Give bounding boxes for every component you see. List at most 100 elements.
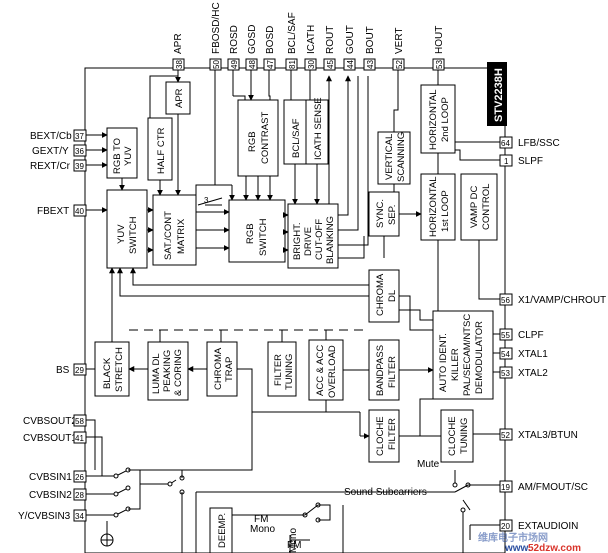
svg-text:52: 52 <box>395 60 404 69</box>
svg-text:FILTER: FILTER <box>387 356 398 388</box>
svg-text:LUMA DL: LUMA DL <box>151 353 162 394</box>
svg-text:43: 43 <box>366 60 375 69</box>
svg-text:40: 40 <box>75 207 84 216</box>
top-pin-apr: APR 38 <box>172 33 185 71</box>
right-pin-xtal1: 54 XTAL1 <box>499 347 548 360</box>
sound-subcarriers-label: Sound Subcarriers <box>344 487 427 498</box>
svg-text:SWITCH: SWITCH <box>258 218 269 256</box>
block-rgb-contrast: RGB CONTRAST <box>237 99 279 177</box>
block-rgb-to-yuv: RGB TO YUV <box>106 127 138 179</box>
svg-text:X1/VAMP/CHROUT: X1/VAMP/CHROUT <box>518 295 606 306</box>
svg-text:64: 64 <box>501 139 510 148</box>
block-sync-sep: SYNC. SEP. <box>368 191 400 237</box>
svg-text:SCANNING: SCANNING <box>396 132 407 182</box>
svg-text:HALF CTR: HALF CTR <box>156 127 167 174</box>
svg-text:55: 55 <box>501 331 510 340</box>
svg-text:CVBSOUT2: CVBSOUT2 <box>23 416 77 427</box>
svg-text:37: 37 <box>75 132 84 141</box>
svg-text:BOSD: BOSD <box>265 26 276 54</box>
svg-text:GOSD: GOSD <box>247 25 258 54</box>
svg-text:28: 28 <box>75 491 84 500</box>
block-rgb-switch: RGB SWITCH <box>228 199 286 263</box>
left-pin-bext: BEXT/Cb 37 <box>30 129 87 142</box>
svg-text:30: 30 <box>307 60 316 69</box>
svg-text:CLOCHE: CLOCHE <box>447 416 458 456</box>
svg-text:ICATH SENSE: ICATH SENSE <box>313 97 324 160</box>
svg-text:APR: APR <box>173 33 184 54</box>
svg-text:47: 47 <box>266 60 275 69</box>
top-pin-gout: GOUT 44 <box>343 25 356 71</box>
svg-text:YUV: YUV <box>116 224 127 244</box>
block-horizontal-1st-loop: HORIZONTAL 1st LOOP <box>420 173 456 241</box>
svg-text:PAL/SECAM/NTSC: PAL/SECAM/NTSC <box>462 314 473 396</box>
svg-text:BCL/SAF: BCL/SAF <box>291 118 302 158</box>
svg-text:DEEMP.: DEEMP. <box>217 513 228 548</box>
svg-text:YUV: YUV <box>123 146 134 166</box>
block-apr: APR <box>165 81 191 115</box>
right-pin-amfm: 19 AM/FMOUT/SC <box>499 480 588 493</box>
block-bright-drive: BRIGHT. DRIVE CUT-OFF BLANKING <box>287 203 339 269</box>
svg-text:PEAKING: PEAKING <box>162 350 173 392</box>
block-yuv-switch: YUV SWITCH <box>106 189 148 269</box>
left-pin-rext: REXT/Cr 39 <box>30 159 87 172</box>
svg-text:52: 52 <box>501 431 510 440</box>
svg-text:SYNC.: SYNC. <box>375 199 386 228</box>
svg-text:ICATH: ICATH <box>306 25 317 54</box>
top-pin-gosd: GOSD 48 <box>245 25 258 71</box>
svg-text:BEXT/Cb: BEXT/Cb <box>30 131 72 142</box>
svg-text:REXT/Cr: REXT/Cr <box>30 161 71 172</box>
svg-text:ROSD: ROSD <box>229 25 240 54</box>
svg-text:BANDPASS: BANDPASS <box>375 345 386 396</box>
svg-text:AM/FMOUT/SC: AM/FMOUT/SC <box>518 482 588 493</box>
left-pin-cvbsout1: CVBSOUT1 41 <box>23 431 87 444</box>
right-pin-xtal3: 52 XTAL3/BTUN <box>499 428 578 441</box>
svg-text:CUT-OFF: CUT-OFF <box>314 219 325 260</box>
svg-text:54: 54 <box>501 350 510 359</box>
right-pin-xtal2: 53 XTAL2 <box>499 366 548 379</box>
block-cloche-tuning: CLOCHE TUNING <box>440 409 474 463</box>
svg-text:SEP.: SEP. <box>387 205 398 225</box>
svg-text:TUNING: TUNING <box>459 418 470 454</box>
svg-text:DRIVE: DRIVE <box>303 227 314 256</box>
svg-text:www.: www. <box>504 543 531 553</box>
svg-text:DEMODULATOR: DEMODULATOR <box>474 321 485 394</box>
block-black-stretch: BLACK STRETCH <box>94 341 130 397</box>
svg-text:1: 1 <box>504 157 509 166</box>
block-vertical-scanning: VERTICAL SCANNING <box>377 131 411 185</box>
svg-text:49: 49 <box>230 60 239 69</box>
svg-text:HORIZONTAL: HORIZONTAL <box>428 89 439 150</box>
svg-text:KILLER: KILLER <box>450 348 461 381</box>
svg-text:OVERLOAD: OVERLOAD <box>327 345 338 398</box>
fm-mono-label-2: Mono <box>250 524 275 535</box>
svg-text:50: 50 <box>212 60 221 69</box>
svg-text:1st LOOP: 1st LOOP <box>440 190 451 232</box>
block-half-ctr: HALF CTR <box>147 117 173 181</box>
block-auto-ident: AUTO IDENT. KILLER PAL/SECAM/NTSC DEMODU… <box>432 310 494 400</box>
svg-text:38: 38 <box>175 60 184 69</box>
fm-mono-label: FM <box>254 514 268 525</box>
svg-text:CHROMA: CHROMA <box>213 347 224 390</box>
svg-text:APR: APR <box>174 88 185 108</box>
svg-text:CLPF: CLPF <box>518 330 544 341</box>
svg-text:39: 39 <box>75 162 84 171</box>
svg-text:维库电子市场网: 维库电子市场网 <box>478 531 548 544</box>
block-vamp-dc-control: VAMP DC CONTROL <box>460 173 498 241</box>
block-chroma-dl: CHROMA DL <box>368 269 400 323</box>
switch-number-label: 3 <box>204 196 209 205</box>
block-luma-dl: LUMA DL PEAKING & CORING <box>147 341 189 401</box>
svg-text:52dzw.com: 52dzw.com <box>528 543 581 553</box>
svg-text:45: 45 <box>326 60 335 69</box>
svg-text:DL: DL <box>387 290 398 302</box>
left-pin-ycvbsin3: Y/CVBSIN3 34 <box>18 509 87 522</box>
svg-text:BOUT: BOUT <box>365 26 376 54</box>
svg-text:53: 53 <box>435 60 444 69</box>
fm-mono-label-b2: Mono <box>288 528 299 553</box>
svg-text:19: 19 <box>501 483 510 492</box>
top-pin-rosd: ROSD 49 <box>227 25 240 71</box>
svg-text:34: 34 <box>75 512 84 521</box>
svg-text:GOUT: GOUT <box>345 25 356 54</box>
svg-text:AUTO IDENT.: AUTO IDENT. <box>438 333 449 392</box>
top-pin-bosd: BOSD 47 <box>263 26 276 71</box>
svg-text:RGB TO: RGB TO <box>112 138 123 174</box>
left-pin-fbext: FBEXT 40 <box>37 204 87 217</box>
